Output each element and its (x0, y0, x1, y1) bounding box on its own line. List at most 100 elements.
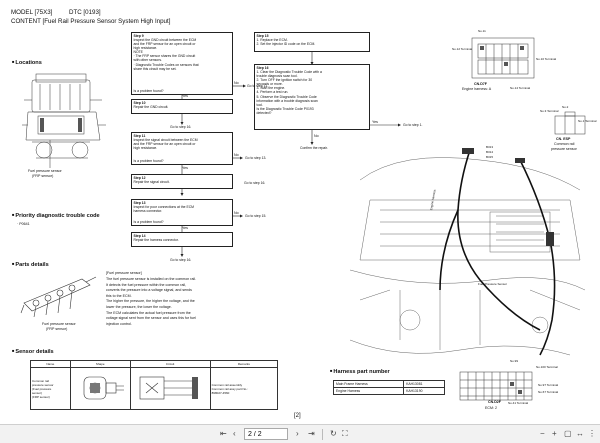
step13-yes-label: Yes (182, 226, 188, 230)
parts-description-line: converts the pressure into a voltage sig… (106, 288, 192, 293)
sensor-details-table: Name Shape Circuit Remarks Common rail p… (30, 360, 279, 410)
toolbar-divider (322, 429, 323, 440)
table-row: Engine Harness KAH13190 (332, 387, 445, 395)
sensor-remarks-cell: Common rail assembly Common rail assy pa… (209, 367, 279, 410)
parts-description: The fuel pressure sensor is installed on… (106, 277, 196, 327)
goto-step13: Go to step 13. (245, 156, 267, 160)
sensor-col-name: Name (30, 360, 71, 368)
sensor-circuit-diagram (139, 376, 198, 400)
viewer-toolbar: ⇤ ‹ › ⇥ ↻ ⛶ − + ▢ ↔ ⋮ (0, 424, 600, 443)
connector-d7f-diagram (471, 37, 535, 79)
fit-width-icon[interactable]: ↔ (576, 429, 584, 438)
menu-icon[interactable]: ⋮ (588, 429, 596, 438)
connector-d7f-name: CN.D7F (474, 82, 487, 86)
connector-ecm-sub: ECM: 2 (485, 406, 497, 410)
zoom-in-icon[interactable]: + (552, 429, 557, 438)
goto-step15: Go to step 15. (245, 214, 267, 218)
terminal-no67: No.67 Terminal (538, 390, 559, 394)
harness-routing-illustration (349, 148, 586, 356)
parts-sensor-sublabel: (FRP sensor) (46, 327, 68, 331)
priority-heading: Priority diagnostic trouble code (12, 213, 99, 219)
sensor-col-shape: Shape (69, 360, 131, 368)
terminal-no12: No.12 Terminal (452, 47, 473, 51)
locations-heading: Locations (12, 60, 41, 66)
terminal-no99: No.99 (510, 359, 519, 363)
priority-code: · P0641 (17, 222, 30, 226)
terminal-no41: No.41 Terminal (508, 401, 529, 405)
harness-code-b313: B313 (486, 145, 494, 149)
step16-no-label: No (314, 134, 319, 138)
engine-illustration (22, 73, 106, 159)
goto-step16-c: Go to step 16. (170, 258, 192, 262)
fit-page-icon[interactable]: ▢ (564, 429, 572, 438)
fullscreen-icon[interactable]: ⛶ (342, 429, 348, 438)
next-page-icon[interactable]: › (296, 429, 299, 438)
step12-box: Step 12 Repair the signal circuit. (131, 174, 233, 189)
terminal-no3: No.3 Terminal (540, 109, 559, 113)
step9-box: Step 9 Inspect the GND circuit between t… (131, 32, 233, 95)
confirm-repair: Confirm the repair. (300, 146, 328, 150)
harness-code-cell: KAH13190 (403, 387, 445, 395)
sensor-pointer-line (49, 140, 51, 168)
goto-step16-b: Go to step 16. (244, 181, 266, 185)
harness-heading: Harness part number (330, 369, 389, 375)
parts-sensor-label: Fuel pressure sensor (42, 322, 76, 326)
first-page-icon[interactable]: ⇤ (220, 429, 227, 438)
step13-box: Step 13 Inspect for poor connections at … (131, 199, 233, 226)
location-sensor-label: Fuel pressure sensor (28, 169, 62, 173)
connector-esp-sub1: Common rail (554, 142, 575, 146)
goto-step1: Go to step 1. (403, 123, 423, 127)
step15-box: Step 15 1. Replace the ECM. 2. Set the i… (254, 32, 370, 52)
table-row: Main Frame Harness KAH13081 (332, 380, 445, 388)
parts-description-line: lower the pressure, the lower the voltag… (106, 304, 172, 309)
step11-no-label: No (234, 153, 239, 157)
goto-step16-a: Go to step 16. (170, 125, 192, 129)
step9-no-label: No (234, 81, 239, 85)
model-label: MODEL [75X3] (11, 9, 53, 16)
goto-step11: Go to step 11. (247, 84, 269, 88)
parts-description-line: The higher the pressure, the higher the … (106, 299, 195, 304)
connector-ecm-name: CN.D2F (488, 400, 501, 404)
parts-description-line: injection control. (106, 321, 132, 326)
sensor-col-remarks: Remarks (209, 360, 279, 368)
harness-rail-label: Fuel Pressure Sensor (478, 282, 508, 286)
sensor-name-cell: Common rail pressure sensor (Fuel pressu… (30, 367, 71, 410)
connector-esp-name: CN. ESP (556, 137, 571, 141)
parts-description-line: It detects the fuel pressure within the … (106, 282, 187, 287)
dtc-label: DTC [0193] (69, 9, 101, 16)
parts-description-line: The ECM calculates the actual fuel press… (106, 310, 191, 315)
document-page: MODEL [75X3] DTC [0193] CONTENT [Fuel Ra… (0, 0, 600, 424)
parts-description-line: voltage signal sent from the sensor and … (106, 316, 196, 321)
sensor-heading: Sensor details (12, 349, 53, 355)
terminal-no97: No.97 Terminal (538, 383, 559, 387)
harness-name-cell: Engine Harness (332, 387, 405, 395)
parts-heading: Parts details (12, 262, 48, 268)
common-rail-illustration (20, 276, 97, 318)
connector-d7f-sub: Engine harness: A (462, 87, 492, 91)
terminal-no2: No.2 (562, 105, 569, 109)
step11-yes-label: Yes (182, 166, 188, 170)
harness-part-table: Main Frame Harness KAH13081 Engine Harne… (332, 380, 445, 395)
last-page-icon[interactable]: ⇥ (308, 429, 315, 438)
harness-name-cell: Main Frame Harness (332, 380, 405, 388)
harness-code-b315: B315 (486, 155, 494, 159)
prev-page-icon[interactable]: ‹ (233, 429, 236, 438)
sensor-shape-illustration (83, 376, 124, 400)
zoom-out-icon[interactable]: − (540, 429, 545, 438)
rotate-icon[interactable]: ↻ (330, 429, 337, 438)
connector-esp-diagram (554, 111, 586, 135)
step10-box: Step 10 Repair the GND circuit. (131, 99, 233, 114)
terminal-no100: No.100 Terminal (536, 365, 558, 369)
page-number: [2] (294, 413, 301, 419)
step9-yes-label: Yes (182, 94, 188, 98)
sensor-shape-cell (69, 367, 131, 410)
parts-description-line: this to the ECM. (106, 293, 132, 298)
step11-box: Step 11 Inspect the signal circuit betwe… (131, 132, 233, 165)
harness-code-b314: B314 (486, 150, 494, 154)
page-number-input[interactable] (244, 428, 288, 440)
step16-yes-label: Yes (372, 120, 378, 124)
terminal-no11: No.11 (478, 29, 486, 33)
step14-box: Step 14 Repair the harness connector. (131, 232, 233, 247)
connector-ecm-diagram (459, 371, 533, 401)
connector-esp-sub2: pressure sensor (551, 147, 577, 151)
